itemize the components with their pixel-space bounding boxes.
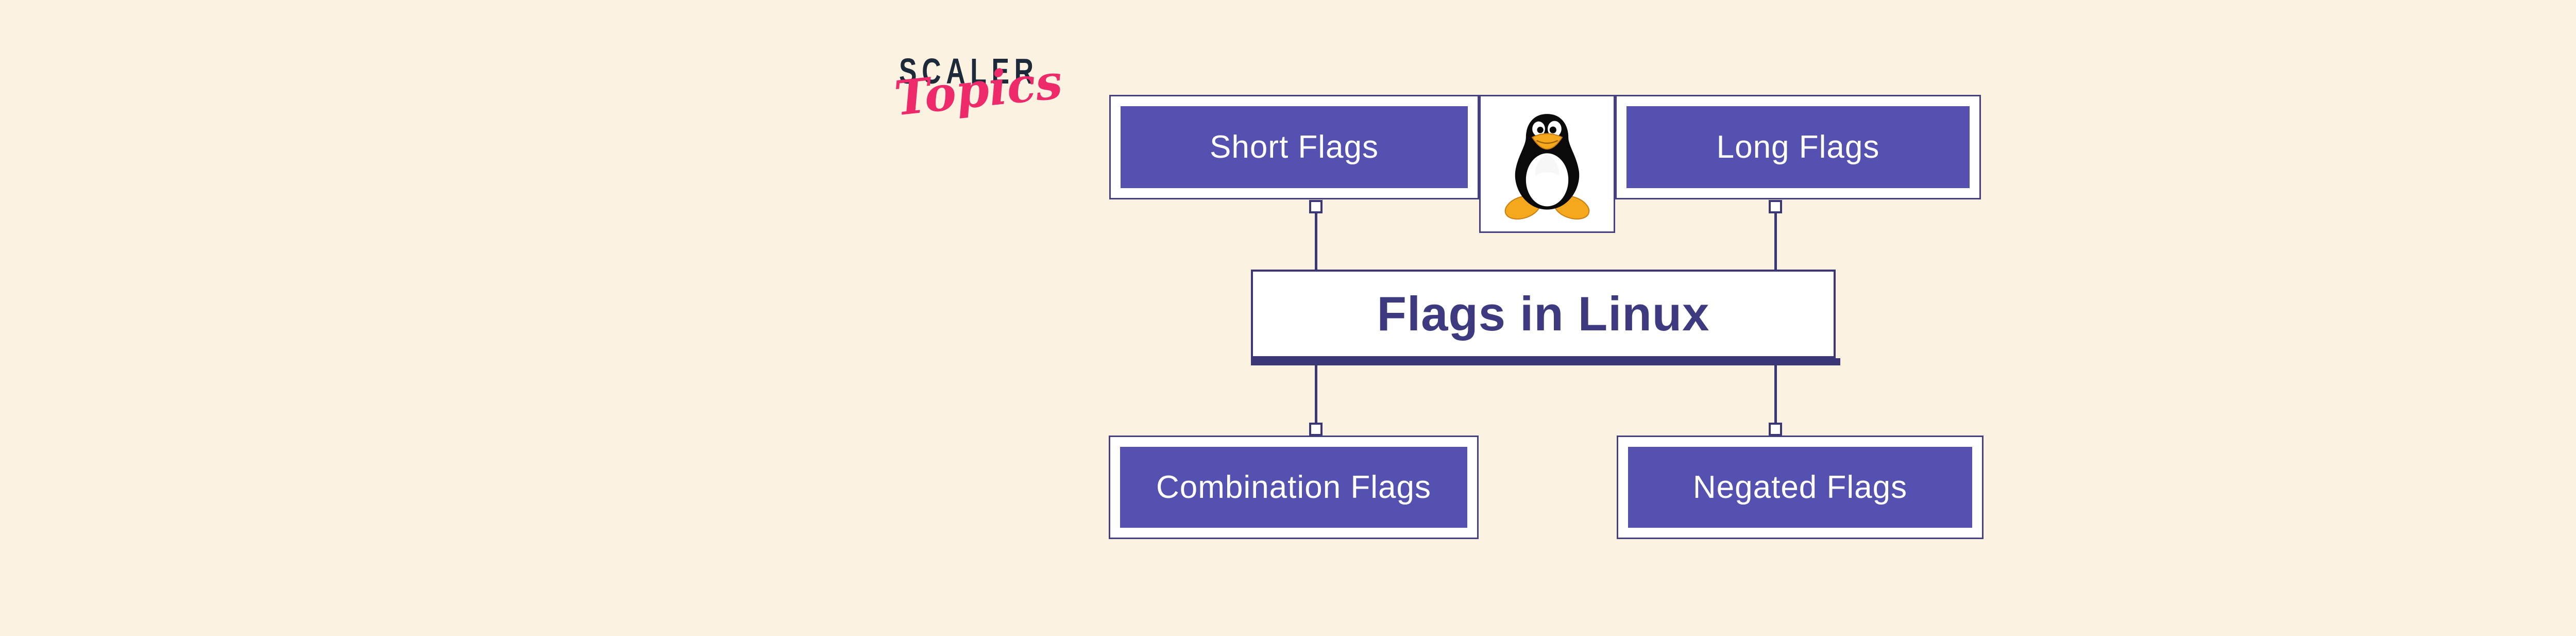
linux-tux-icon xyxy=(1504,114,1590,220)
long-flags-fill: Long Flags xyxy=(1626,106,1970,188)
connector-line-bottom-left xyxy=(1315,365,1317,424)
connector-line-top-left xyxy=(1315,213,1317,271)
center-title-underbar xyxy=(1251,358,1840,365)
combination-flags-fill: Combination Flags xyxy=(1120,447,1467,528)
connector-node-top-right xyxy=(1769,200,1782,213)
center-title-box: Flags in Linux xyxy=(1251,270,1836,358)
scaler-topics-logo: SCALER Topics xyxy=(892,51,1088,126)
short-flags-label: Short Flags xyxy=(1209,129,1379,165)
diagram-title: Flags in Linux xyxy=(1377,287,1710,341)
connector-line-bottom-right xyxy=(1774,365,1777,424)
long-flags-box: Long Flags xyxy=(1615,95,1981,199)
connector-node-bottom-right xyxy=(1769,423,1782,436)
short-flags-fill: Short Flags xyxy=(1121,106,1468,188)
connector-line-top-right xyxy=(1774,213,1777,271)
logo-brand-text: SCALER xyxy=(899,51,1039,91)
long-flags-label: Long Flags xyxy=(1716,129,1880,165)
negated-flags-box: Negated Flags xyxy=(1617,436,1984,539)
combination-flags-label: Combination Flags xyxy=(1156,470,1431,505)
connector-node-bottom-left xyxy=(1309,423,1323,436)
combination-flags-box: Combination Flags xyxy=(1109,436,1479,539)
tux-box xyxy=(1479,95,1615,233)
negated-flags-fill: Negated Flags xyxy=(1628,447,1972,528)
connector-node-top-left xyxy=(1309,200,1323,213)
short-flags-box: Short Flags xyxy=(1109,95,1479,199)
negated-flags-label: Negated Flags xyxy=(1692,470,1908,505)
